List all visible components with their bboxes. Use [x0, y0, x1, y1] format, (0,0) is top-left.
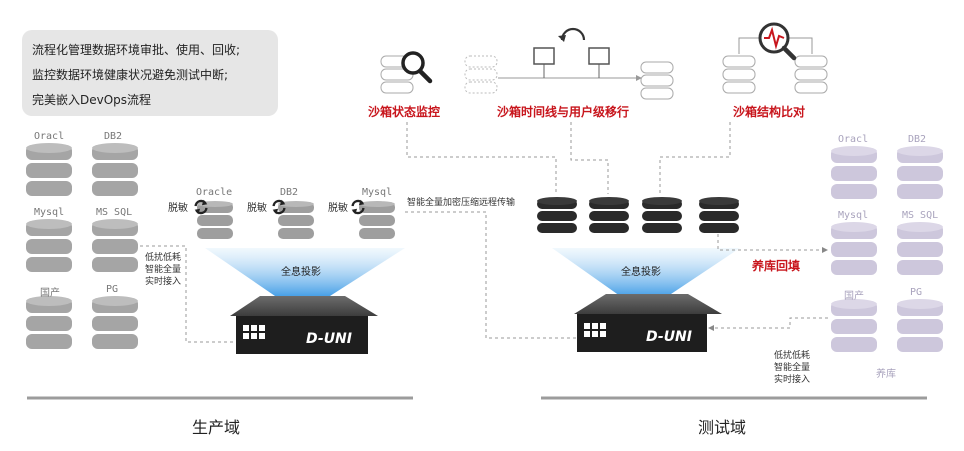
test-access-arrow [708, 325, 714, 331]
test-access-line-2: 智能全量 [774, 363, 811, 373]
pool-label-mssql: MS SQL [902, 210, 939, 221]
feature-monitor [380, 51, 433, 94]
pool-label-oracle: Oracl [838, 134, 869, 145]
test-device-logo: D-UNI [646, 329, 692, 345]
timeline-db-left [464, 55, 498, 94]
pool-db-mssql [897, 222, 943, 275]
desens-label-3: 脱敏 [328, 203, 348, 214]
test-db-1 [537, 197, 577, 233]
test-dark-dbs [537, 197, 739, 233]
production-domain-title: 生产域 [192, 418, 241, 437]
test-device [574, 294, 722, 352]
timeline-db-right [640, 61, 674, 100]
timeline-node-b [588, 47, 610, 65]
timeline-node-a [533, 47, 555, 65]
pool-label: 养库 [876, 369, 896, 380]
desens-db-db2 [278, 201, 314, 239]
note-line-3: 完美嵌入DevOps流程 [32, 93, 152, 107]
prod-db-db2 [92, 143, 138, 196]
pool-label-domestic: 国产 [844, 291, 864, 302]
feature-timeline [464, 27, 674, 100]
note-line-1: 流程化管理数据环境审批、使用、回收; [32, 43, 241, 57]
pool-label-pg: PG [910, 287, 923, 298]
pool-db-pg [897, 299, 943, 352]
feature-compare [722, 22, 828, 94]
prod-db-mssql [92, 219, 138, 272]
prod-db-oracle [26, 143, 72, 196]
pool-db-mysql [831, 222, 877, 275]
desens-label-2: 脱敏 [247, 203, 267, 214]
prod-source-grid [26, 143, 138, 349]
prod-access-line-1: 低扰低耗 [145, 253, 182, 263]
refresh-icon [558, 27, 586, 42]
prod-label-pg: PG [106, 284, 119, 295]
compare-db-right [794, 55, 828, 94]
prod-label-oracle: Oracl [34, 131, 65, 142]
prod-access-line-3: 实时接入 [145, 277, 182, 287]
compare-db-left [722, 55, 756, 94]
search-icon [401, 51, 433, 84]
feature-label-timeline: 沙箱时间线与用户级移行 [497, 105, 630, 119]
prod-desens-dbs [193, 198, 395, 239]
pool-label-mysql: Mysql [838, 210, 869, 221]
test-source-grid [831, 146, 943, 352]
desens-label-1: 脱敏 [168, 203, 188, 214]
test-projection-label: 全息投影 [621, 267, 661, 278]
feature-label-compare: 沙箱结构比对 [733, 105, 806, 119]
feature-connectors [406, 122, 731, 194]
prod-db-domestic [26, 296, 72, 349]
prod-projection-beam [205, 248, 405, 296]
desens-db-label-oracle: Oracle [196, 187, 233, 198]
pool-label-db2: DB2 [908, 134, 927, 145]
test-domain-title: 测试域 [698, 418, 747, 437]
desens-db-label-db2: DB2 [280, 187, 299, 198]
prod-label-db2: DB2 [104, 131, 123, 142]
prod-label-mssql: MS SQL [96, 207, 133, 218]
transfer-connector [405, 211, 578, 339]
prod-device [230, 296, 378, 354]
prod-db-pg [92, 296, 138, 349]
test-db-2 [589, 197, 629, 233]
refill-label: 养库回填 [752, 259, 801, 273]
test-db-4 [699, 197, 739, 233]
desens-db-label-mysql: Mysql [362, 187, 393, 198]
note-line-2: 监控数据环境健康状况避免测试中断; [32, 68, 229, 82]
pool-db-db2 [897, 146, 943, 199]
timeline-axis-arrow [636, 75, 642, 81]
prod-label-domestic: 国产 [40, 288, 60, 299]
refill-arrow [822, 247, 828, 253]
test-access-line-1: 低扰低耗 [774, 351, 811, 361]
prod-device-logo: D-UNI [306, 331, 352, 347]
test-access-connector [714, 317, 828, 329]
test-projection-beam [552, 248, 740, 296]
prod-db-mysql [26, 219, 72, 272]
test-db-3 [642, 197, 682, 233]
pool-db-oracle [831, 146, 877, 199]
pool-db-domestic [831, 299, 877, 352]
summary-note: 流程化管理数据环境审批、使用、回收; 监控数据环境健康状况避免测试中断; 完美嵌… [22, 30, 278, 116]
feature-label-monitor: 沙箱状态监控 [368, 105, 441, 119]
test-access-line-3: 实时接入 [774, 375, 811, 385]
prod-projection-label: 全息投影 [281, 267, 321, 278]
prod-label-mysql: Mysql [34, 207, 65, 218]
prod-access-line-2: 智能全量 [145, 265, 182, 275]
refill-connector [717, 234, 822, 251]
desens-db-mysql [359, 201, 395, 239]
desens-db-oracle [197, 201, 233, 239]
transfer-label: 智能全量加密压缩远程传输 [407, 198, 516, 208]
heartbeat-icon [758, 22, 797, 61]
